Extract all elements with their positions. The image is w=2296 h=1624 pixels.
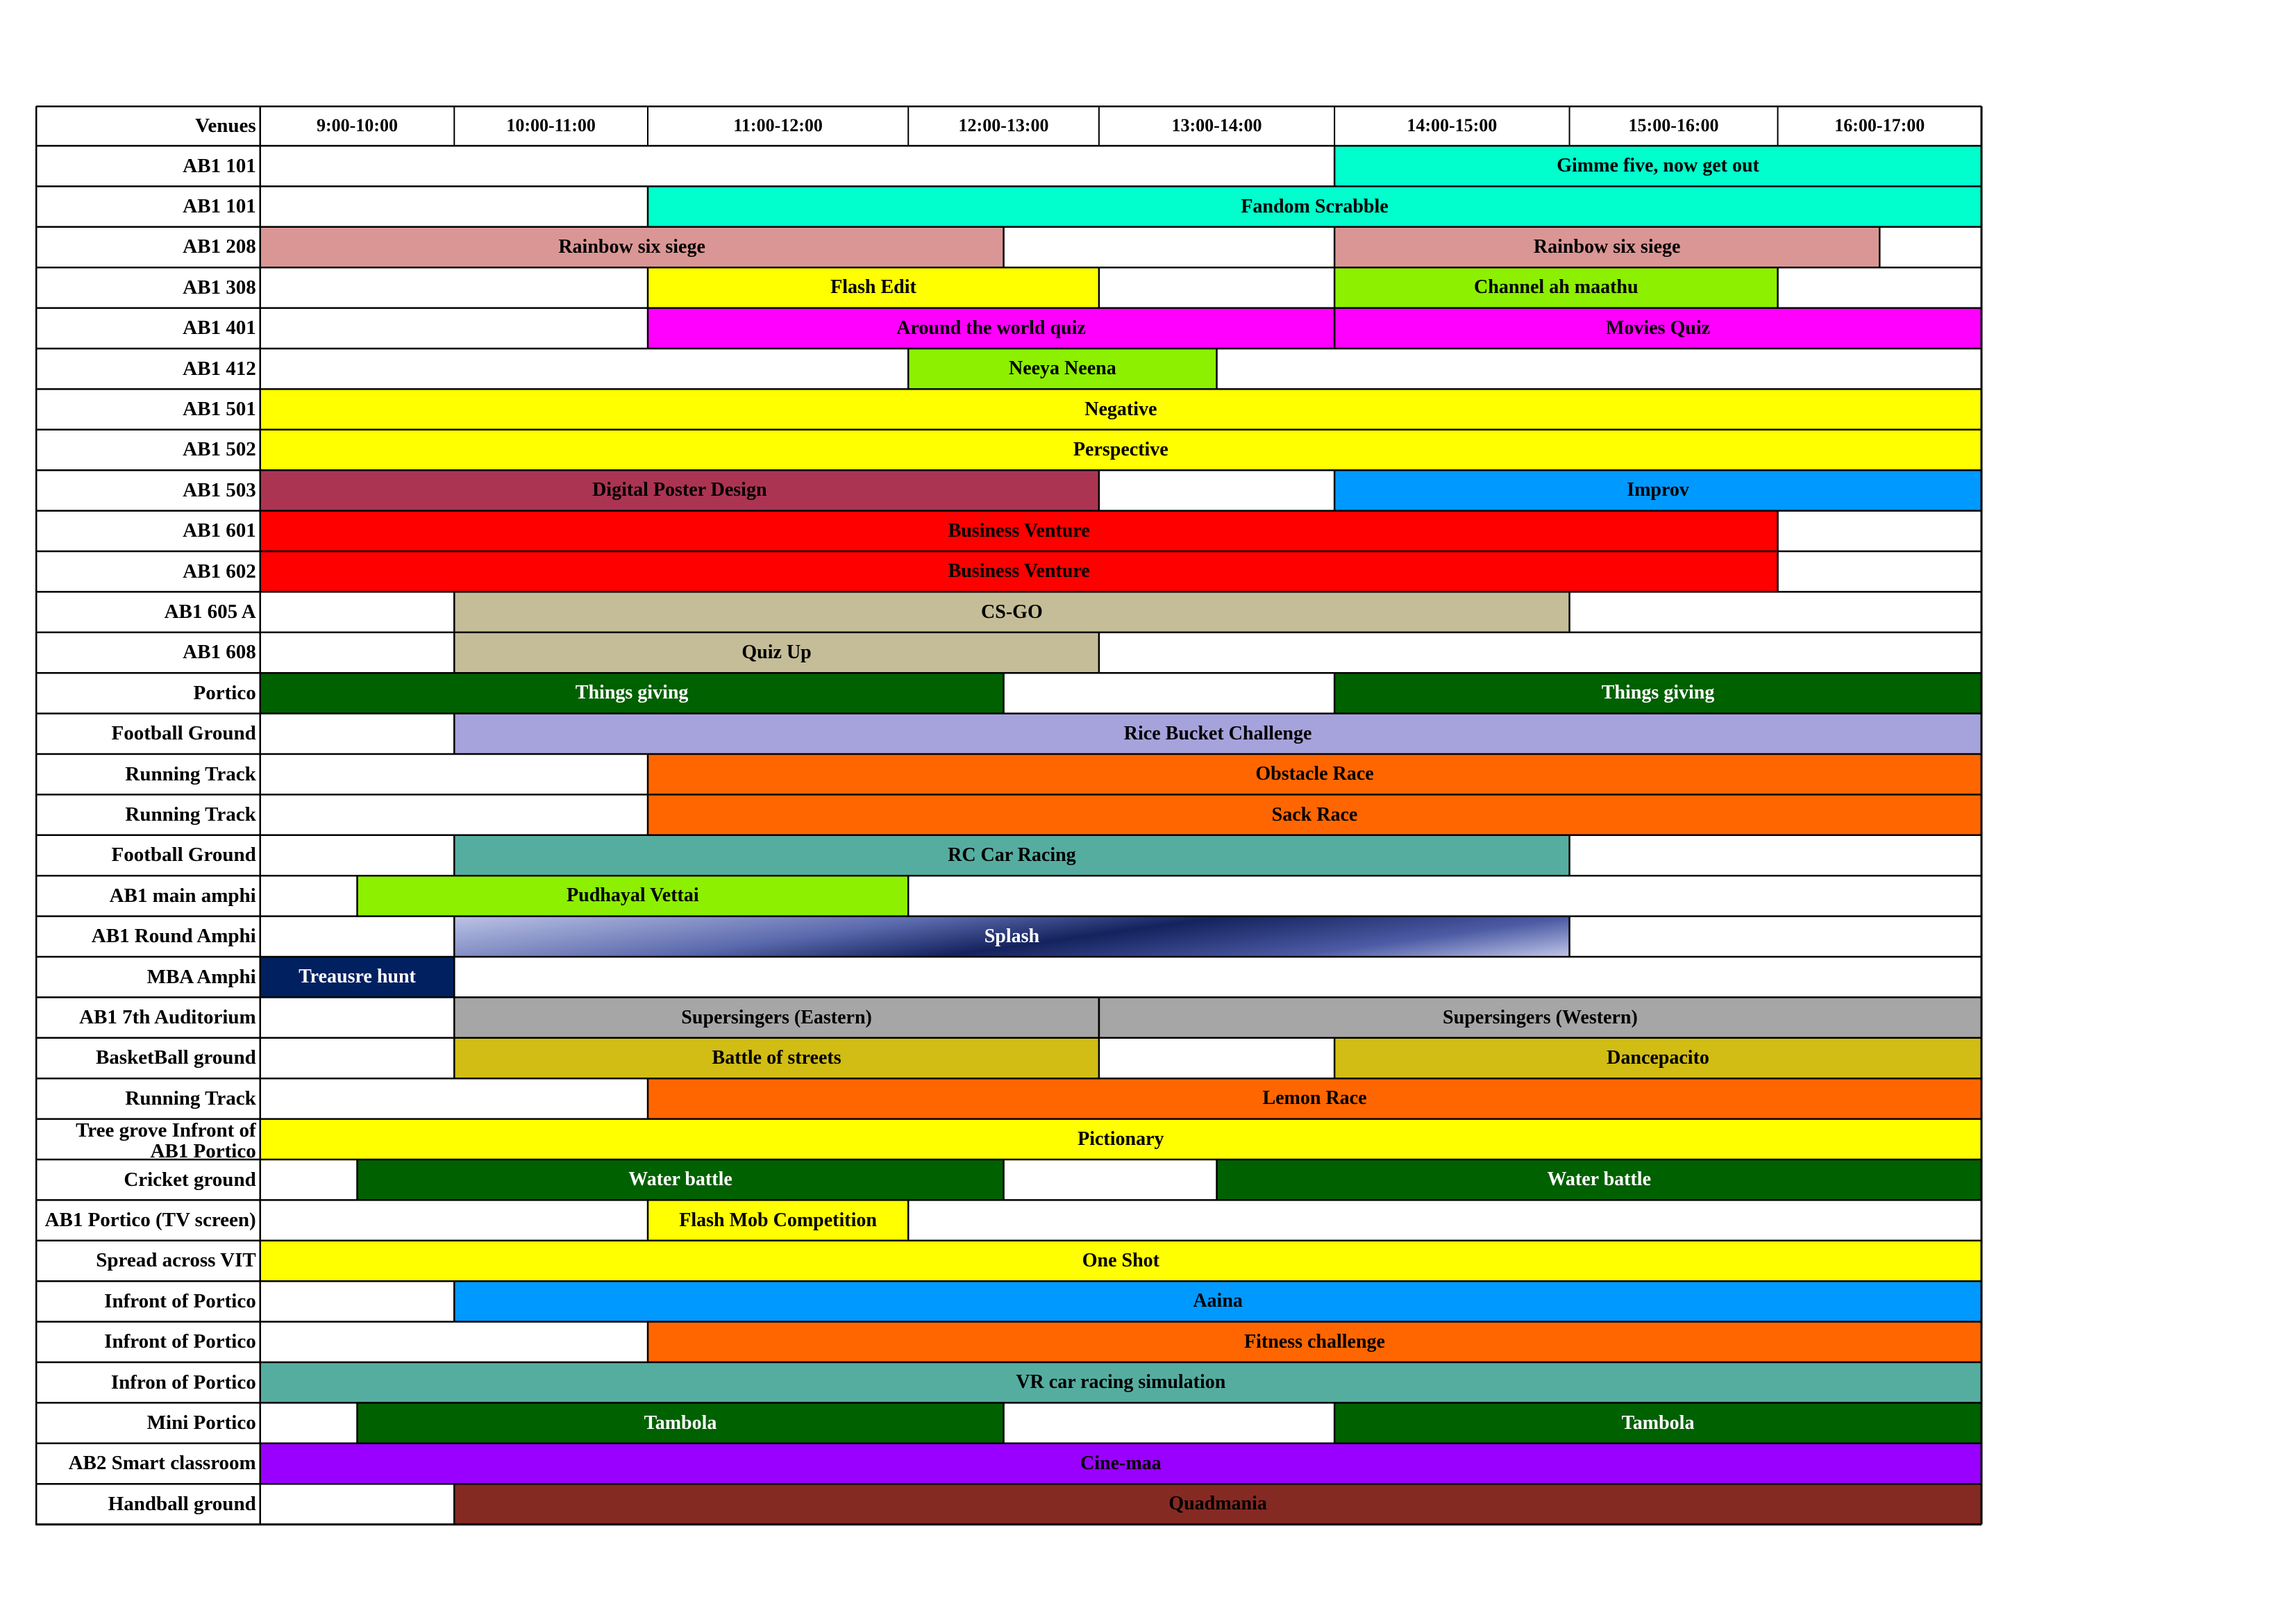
event-block[interactable]: Obstacle Race <box>648 754 1981 795</box>
event-block[interactable]: Movies Quiz <box>1334 308 1981 349</box>
event-block[interactable]: Things giving <box>1334 673 1981 714</box>
venue-label: AB1 608 <box>183 641 256 664</box>
event-block[interactable]: Improv <box>1334 470 1981 511</box>
event-block[interactable]: Tambola <box>357 1403 1004 1443</box>
venue-label: Mini Portico <box>146 1412 256 1434</box>
venue-label: AB1 503 <box>183 478 256 501</box>
event-block[interactable]: Neeya Neena <box>908 349 1217 390</box>
venue-label: Cricket ground <box>124 1168 256 1191</box>
venue-label: Handball ground <box>108 1492 256 1515</box>
venue-label: Infron of Portico <box>110 1371 256 1393</box>
event-block[interactable]: Aaina <box>454 1281 1981 1322</box>
venue-label: AB1 main amphi <box>109 884 256 907</box>
event-block[interactable]: Water battle <box>357 1160 1004 1200</box>
event-block[interactable]: Digital Poster Design <box>260 470 1099 511</box>
time-slot-header: 12:00-13:00 <box>958 115 1049 135</box>
venue-label: AB1 101 <box>183 195 256 218</box>
event-block[interactable]: Pictionary <box>260 1119 1981 1160</box>
event-block[interactable]: Rice Bucket Challenge <box>454 713 1981 754</box>
event-block[interactable]: Around the world quiz <box>648 308 1335 349</box>
event-block[interactable]: Quadmania <box>454 1484 1981 1525</box>
time-slot-header: 13:00-14:00 <box>1171 115 1262 135</box>
venue-label: AB1 Portico (TV screen) <box>44 1209 256 1232</box>
venue-label: AB2 Smart classroom <box>68 1452 256 1475</box>
venue-label: AB1 7th Auditorium <box>79 1006 256 1029</box>
venue-label: AB1 208 <box>183 235 256 258</box>
event-block[interactable]: Flash Mob Competition <box>648 1200 909 1241</box>
event-block[interactable]: Fandom Scrabble <box>648 186 1981 227</box>
venue-label: Infront of Portico <box>104 1330 256 1353</box>
event-block[interactable]: Gimme five, now get out <box>1334 146 1981 187</box>
venue-label: Spread across VIT <box>96 1249 256 1272</box>
event-block[interactable]: Business Venture <box>260 551 1778 592</box>
event-block[interactable]: Splash <box>454 916 1570 957</box>
event-block[interactable]: Rainbow six siege <box>260 226 1004 268</box>
time-slot-header: 11:00-12:00 <box>733 115 823 135</box>
event-block[interactable]: Negative <box>260 389 1981 430</box>
venue-label: Running Track <box>125 762 256 785</box>
venue-label: Portico <box>193 681 256 704</box>
event-block[interactable]: RC Car Racing <box>454 835 1570 876</box>
venue-label: AB1 605 A <box>164 601 256 623</box>
venue-label: Tree grove Infront of AB1 Portico <box>76 1119 256 1160</box>
event-block[interactable]: Treausre hunt <box>260 957 455 998</box>
event-block[interactable]: Business Venture <box>260 510 1778 551</box>
venue-label: Infront of Portico <box>104 1289 256 1312</box>
venue-label: AB1 401 <box>183 317 256 340</box>
time-slot-header: 9:00-10:00 <box>316 115 398 135</box>
venues-header: Venues <box>195 114 256 137</box>
event-block[interactable]: Supersingers (Eastern) <box>454 997 1099 1038</box>
event-block[interactable]: Lemon Race <box>648 1078 1981 1119</box>
time-slot-header: 15:00-16:00 <box>1628 115 1719 135</box>
venue-label: AB1 501 <box>183 398 256 421</box>
event-block[interactable]: Flash Edit <box>648 267 1099 308</box>
event-block[interactable]: Fitness challenge <box>648 1321 1981 1362</box>
venue-label: MBA Amphi <box>146 965 256 988</box>
venue-label: AB1 601 <box>183 519 256 542</box>
venue-label: AB1 101 <box>183 154 256 177</box>
event-block[interactable]: Battle of streets <box>454 1037 1099 1079</box>
event-block[interactable]: Tambola <box>1334 1403 1981 1443</box>
venue-label: AB1 Round Amphi <box>91 925 256 948</box>
event-block[interactable]: Supersingers (Western) <box>1098 997 1981 1038</box>
venue-label: AB1 502 <box>183 438 256 461</box>
event-block[interactable]: Sack Race <box>648 794 1981 835</box>
event-block[interactable]: CS-GO <box>454 592 1570 633</box>
event-block[interactable]: Dancepacito <box>1334 1037 1981 1079</box>
event-block[interactable]: One Shot <box>260 1240 1981 1282</box>
venue-label: AB1 308 <box>183 276 256 299</box>
time-slot-header: 14:00-15:00 <box>1407 115 1498 135</box>
event-block[interactable]: VR car racing simulation <box>260 1362 1981 1403</box>
event-block[interactable]: Perspective <box>260 429 1981 471</box>
venue-label: Football Ground <box>111 722 256 745</box>
venue-label: AB1 602 <box>183 560 256 583</box>
event-block[interactable]: Quiz Up <box>454 632 1099 673</box>
event-block[interactable]: Pudhayal Vettai <box>357 876 909 916</box>
schedule-grid: Venues 9:00-10:00 10:00-11:00 11:00-12:00 12… <box>35 106 1983 1535</box>
event-block[interactable]: Water battle <box>1216 1160 1981 1200</box>
time-slot-header: 10:00-11:00 <box>506 115 596 135</box>
venue-label: BasketBall ground <box>95 1046 256 1069</box>
time-slot-header: 16:00-17:00 <box>1834 115 1925 135</box>
venue-label: AB1 412 <box>183 357 256 380</box>
event-block[interactable]: Rainbow six siege <box>1334 226 1880 268</box>
venue-label: Running Track <box>125 803 256 826</box>
event-block[interactable]: Things giving <box>260 673 1004 714</box>
event-block[interactable]: Channel ah maathu <box>1334 267 1778 308</box>
venue-label: Football Ground <box>111 844 256 867</box>
event-block[interactable]: Cine-maa <box>260 1443 1981 1484</box>
venue-label: Running Track <box>125 1087 256 1110</box>
